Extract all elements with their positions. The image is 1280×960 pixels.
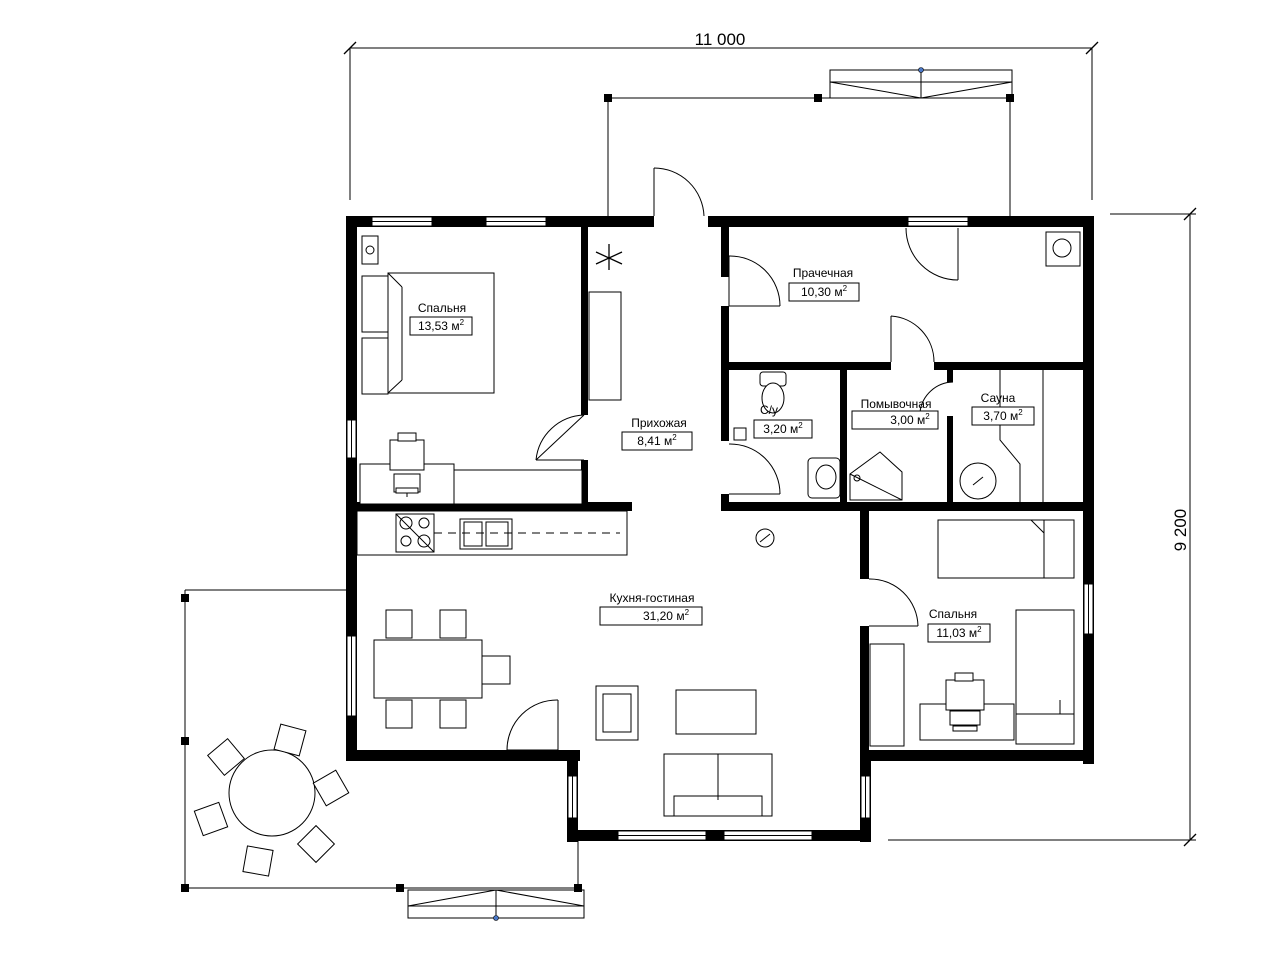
svg-text:3,70 м2: 3,70 м2 — [983, 408, 1023, 423]
sauna-stove — [959, 370, 1044, 502]
room-label-washroom: Помывочная 3,00 м2 — [851, 397, 939, 430]
svg-text:11,03 м2: 11,03 м2 — [936, 625, 982, 640]
svg-text:С/у: С/у — [760, 403, 778, 417]
windows — [346, 216, 1094, 841]
room-label-bedroom1: Спальня 13,53 м2 — [409, 301, 473, 336]
bedroom1-furniture — [359, 235, 583, 505]
left-terrace — [181, 589, 585, 921]
svg-text:13,53 м2: 13,53 м2 — [418, 318, 465, 333]
washroom-shower — [849, 451, 903, 501]
svg-text:Спальня: Спальня — [929, 607, 977, 621]
room-label-sauna: Сауна 3,70 м2 — [971, 391, 1035, 426]
room-label-laundry: Прачечная 10,30 м2 — [788, 266, 860, 302]
dimension-width: 11 000 — [343, 30, 1099, 200]
room-label-wc: С/у 3,20 м2 — [753, 403, 813, 439]
room-label-hall: Прихожая 8,41 м2 — [621, 416, 693, 451]
svg-text:Сауна: Сауна — [981, 391, 1016, 405]
svg-text:31,20 м2: 31,20 м2 — [643, 608, 690, 623]
doors — [506, 167, 959, 751]
height-dimension-label: 9 200 — [1171, 509, 1190, 552]
svg-text:3,20 м2: 3,20 м2 — [763, 421, 803, 436]
room-label-kitchen: Кухня-гостиная 31,20 м2 — [599, 591, 703, 626]
wc-fixtures — [733, 371, 841, 499]
bedroom2-furniture — [869, 519, 1075, 747]
svg-text:10,30 м2: 10,30 м2 — [801, 284, 848, 299]
svg-text:Прихожая: Прихожая — [631, 416, 687, 430]
room-label-bedroom2: Спальня 11,03 м2 — [927, 607, 991, 643]
svg-text:3,00 м2: 3,00 м2 — [890, 412, 930, 427]
living-furniture — [595, 528, 775, 817]
dining-set — [373, 609, 511, 729]
laundry-equipment — [1045, 231, 1081, 267]
width-dimension-label: 11 000 — [695, 30, 746, 49]
svg-text:8,41 м2: 8,41 м2 — [637, 433, 677, 448]
dimension-height: 9 200 — [888, 207, 1197, 847]
svg-text:Спальня: Спальня — [418, 301, 466, 315]
hall-furniture — [588, 244, 623, 401]
top-porch — [604, 67, 1014, 216]
svg-text:Прачечная: Прачечная — [793, 266, 853, 280]
svg-text:Кухня-гостиная: Кухня-гостиная — [610, 591, 695, 605]
svg-text:Помывочная: Помывочная — [861, 397, 932, 411]
kitchen-counter — [356, 510, 628, 556]
